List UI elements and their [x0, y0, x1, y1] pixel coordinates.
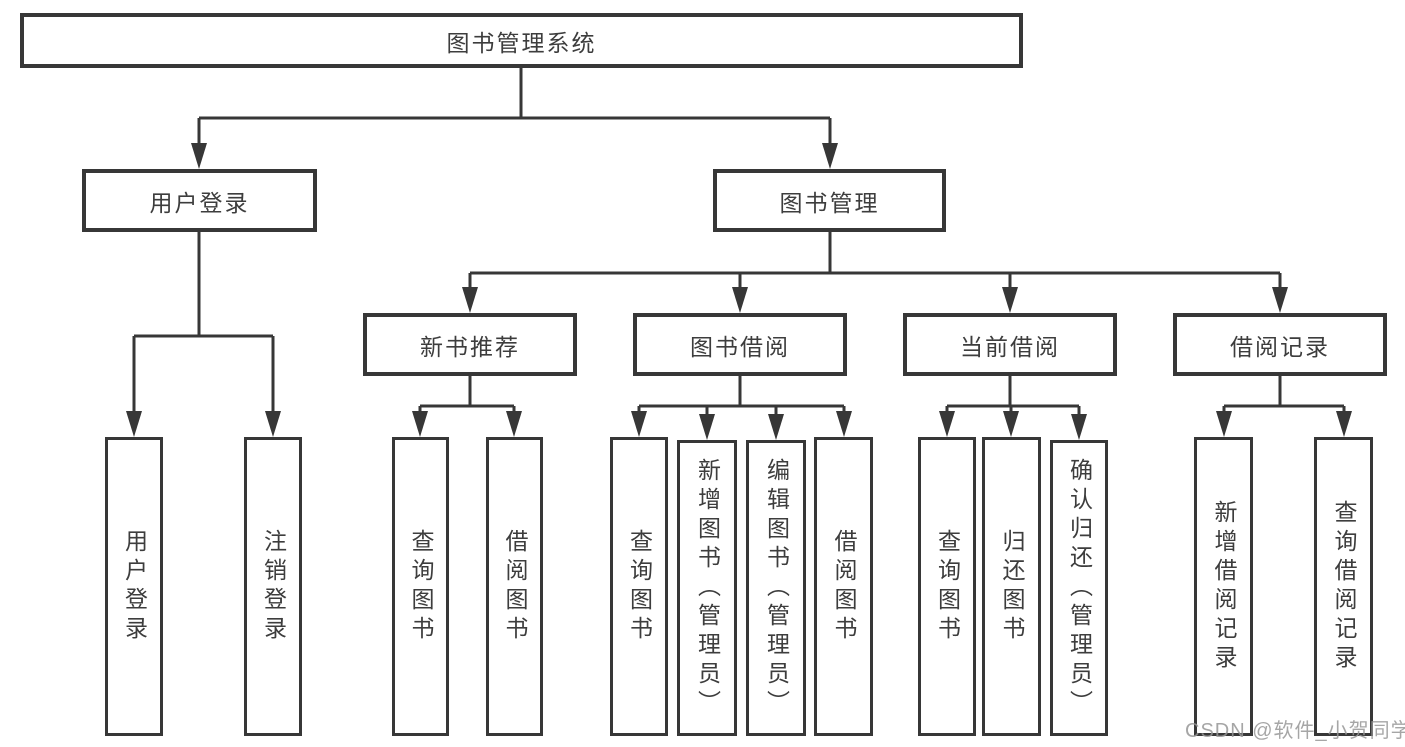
- arrowhead-icon: [836, 411, 852, 437]
- arrowhead-icon: [631, 411, 647, 437]
- connector-borrowrecords-to-leaves: [1222, 376, 1346, 414]
- node-current-borrow: 当前借阅: [903, 313, 1117, 376]
- arrowhead-icon: [1002, 287, 1018, 313]
- arrowhead-icon: [412, 411, 428, 437]
- node-new-book-recommend: 新书推荐: [363, 313, 577, 376]
- arrowhead-icon: [506, 411, 522, 437]
- leaf-query-book-1: 查询图书: [392, 437, 449, 736]
- leaf-borrow-book-2: 借阅图书: [814, 437, 873, 736]
- node-label: 新书推荐: [420, 333, 520, 360]
- node-label: 图书管理系统: [446, 29, 597, 56]
- node-label: 归还图书: [999, 528, 1025, 645]
- node-book-borrow: 图书借阅: [633, 313, 847, 376]
- connector-newbookrec-to-leaves: [418, 376, 516, 414]
- node-user-login: 用户登录: [82, 169, 317, 232]
- leaf-confirm-return-admin: 确认归还（管理员）: [1050, 440, 1108, 736]
- connector-bookmgmt-to-level3: [468, 232, 1282, 290]
- node-label: 借阅图书: [502, 528, 528, 645]
- arrowhead-icon: [1071, 414, 1087, 440]
- node-label: 借阅图书: [831, 528, 857, 645]
- leaf-query-book-2: 查询图书: [610, 437, 668, 736]
- arrowhead-icon: [1336, 411, 1352, 437]
- arrowhead-icon: [126, 411, 142, 437]
- connector-root-to-level2: [197, 68, 832, 146]
- leaf-query-book-3: 查询图书: [918, 437, 976, 736]
- node-label: 查询借阅记录: [1331, 499, 1357, 674]
- arrowhead-icon: [1216, 411, 1232, 437]
- node-label: 编辑图书（管理员）: [763, 457, 790, 719]
- node-label: 用户登录: [121, 528, 148, 645]
- node-label: 注销登录: [260, 528, 287, 645]
- arrowhead-icon: [699, 414, 715, 440]
- node-label: 确认归还（管理员）: [1066, 457, 1093, 719]
- arrowhead-icon: [732, 287, 748, 313]
- node-book-management: 图书管理: [713, 169, 946, 232]
- csdn-watermark: CSDN @软件_小贺同学: [1185, 720, 1405, 742]
- leaf-add-book-admin: 新增图书（管理员）: [677, 440, 737, 736]
- node-label: 查询图书: [934, 528, 961, 645]
- connector-currentborrow-to-leaves: [945, 376, 1081, 417]
- connector-userlogin-to-leaves: [132, 232, 275, 413]
- node-label: 新增借阅记录: [1211, 499, 1237, 674]
- leaf-borrow-book-1: 借阅图书: [486, 437, 543, 736]
- node-borrow-records: 借阅记录: [1173, 313, 1387, 376]
- node-label: 新增图书（管理员）: [694, 457, 721, 719]
- node-label: 图书借阅: [690, 333, 790, 360]
- node-label: 图书管理: [779, 189, 880, 216]
- arrowhead-icon: [768, 414, 784, 440]
- arrowhead-icon: [939, 411, 955, 437]
- leaf-logout: 注销登录: [244, 437, 302, 736]
- arrowhead-icon: [1272, 287, 1288, 313]
- leaf-edit-book-admin: 编辑图书（管理员）: [746, 440, 806, 736]
- arrowhead-icon: [191, 143, 207, 169]
- leaf-user-login: 用户登录: [105, 437, 163, 736]
- arrowhead-icon: [462, 287, 478, 313]
- leaf-return-book: 归还图书: [982, 437, 1041, 736]
- node-root: 图书管理系统: [20, 13, 1023, 68]
- connector-bookborrow-to-leaves: [637, 376, 846, 417]
- node-label: 借阅记录: [1230, 333, 1330, 360]
- node-label: 当前借阅: [960, 333, 1060, 360]
- leaf-add-borrow-record: 新增借阅记录: [1194, 437, 1253, 736]
- arrowhead-icon: [265, 411, 281, 437]
- node-label: 查询图书: [408, 528, 434, 645]
- node-label: 用户登录: [149, 189, 250, 216]
- arrowheads: [126, 143, 1352, 440]
- arrowhead-icon: [1003, 411, 1019, 437]
- node-label: 查询图书: [626, 528, 653, 645]
- arrowhead-icon: [822, 143, 838, 169]
- leaf-query-borrow-record: 查询借阅记录: [1314, 437, 1373, 736]
